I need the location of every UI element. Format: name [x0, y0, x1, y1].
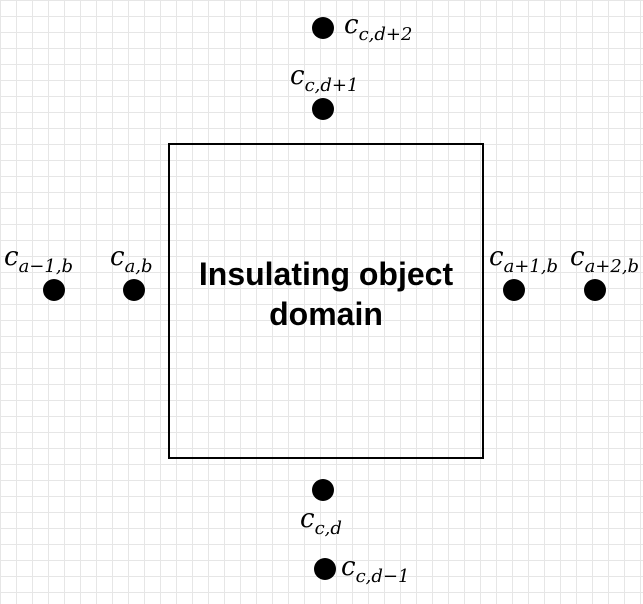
- node-label-c-a-minus-1-b: ca−1,b: [4, 242, 74, 277]
- insulating-domain-box: [168, 143, 484, 459]
- node-label-c-a-b: ca,b: [110, 242, 153, 277]
- node-dot-c-a-plus-1-b: [503, 279, 525, 301]
- node-dot-c-c-d: [312, 479, 334, 501]
- node-dot-c-a-plus-2-b: [584, 279, 606, 301]
- node-label-c-a-plus-1-b: ca+1,b: [489, 242, 559, 277]
- node-dot-c-a-b: [123, 279, 145, 301]
- node-label-c-a-plus-2-b: ca+2,b: [570, 242, 640, 277]
- node-dot-c-c-d-plus-1: [312, 98, 334, 120]
- node-label-c-c-d-plus-1: cc,d+1: [290, 61, 359, 96]
- node-dot-c-a-minus-1-b: [43, 279, 65, 301]
- node-label-c-c-d-minus-1: cc,d−1: [341, 552, 410, 587]
- node-label-c-c-d-plus-2: cc,d+2: [344, 10, 413, 45]
- node-dot-c-c-d-minus-1: [314, 558, 336, 580]
- domain-label: Insulating object domain: [198, 256, 454, 332]
- node-label-c-c-d: cc,d: [300, 504, 342, 539]
- node-dot-c-c-d-plus-2: [312, 17, 334, 39]
